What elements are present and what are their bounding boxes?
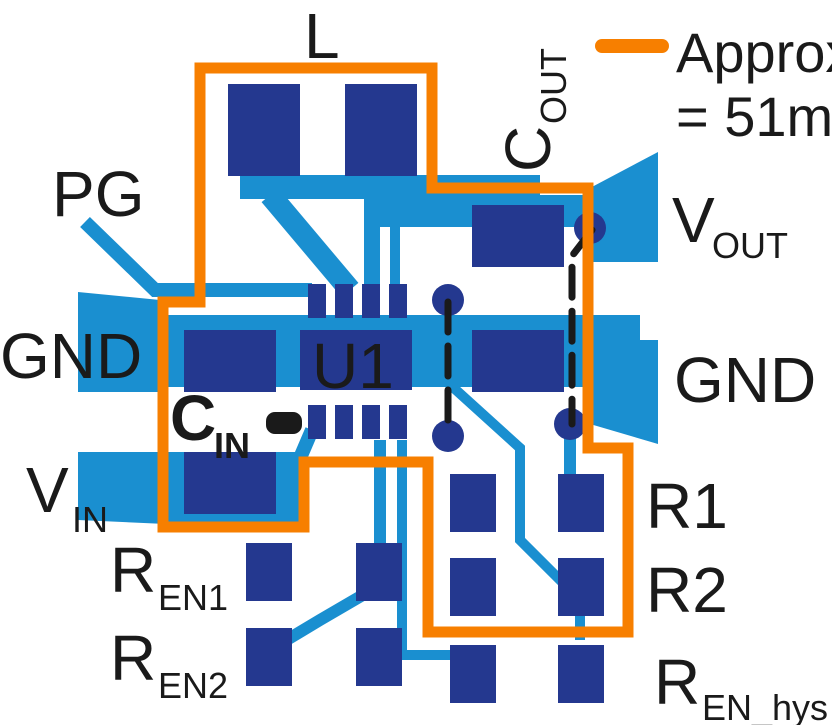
label-gnd-left: GND	[0, 320, 142, 392]
pad-renhys-right	[558, 645, 604, 703]
legend-line2: = 51m	[676, 85, 832, 148]
label-u1: U1	[312, 330, 394, 402]
label-ren1-sub: EN1	[158, 577, 228, 618]
label-ren1-main: R	[110, 534, 156, 606]
vout-pour	[590, 152, 658, 262]
via-small	[515, 443, 525, 453]
label-renhys-main: R	[654, 646, 700, 718]
gnd-left-pour	[78, 292, 160, 392]
label-ren2-main: R	[110, 622, 156, 694]
pad-l-right	[345, 84, 417, 176]
pad-cin-bottom	[184, 452, 276, 514]
label-vout-sub: OUT	[712, 225, 788, 266]
pad-r2-right	[558, 558, 604, 616]
label-cout-sub: OUT	[533, 48, 574, 124]
trace-l1	[261, 187, 359, 298]
label-cout: C OUT	[492, 48, 574, 172]
u1-pin-b3	[362, 405, 380, 439]
pg-trace	[80, 216, 312, 297]
u1-pin-b1	[308, 405, 326, 439]
pad-ren1-right	[356, 543, 402, 601]
label-ren2-sub: EN2	[158, 665, 228, 706]
pad-l-left	[228, 84, 300, 176]
pad-ren2-right	[356, 628, 402, 686]
pad-ren2-left	[246, 628, 292, 686]
pads	[184, 84, 606, 703]
u1-pin-b2	[335, 405, 353, 439]
u1-pin-t4	[389, 284, 407, 318]
label-cout-main: C	[492, 126, 564, 172]
label-vin-main: V	[26, 454, 69, 526]
label-r2: R2	[646, 554, 728, 626]
cin-marker	[266, 412, 302, 434]
label-cin-sub: IN	[214, 425, 250, 466]
u1-body	[300, 330, 412, 390]
label-vout-main: V	[672, 184, 715, 256]
pad-r1-left	[450, 474, 496, 532]
label-renhys-sub: EN_hys	[702, 687, 828, 725]
label-gnd-right: GND	[674, 344, 816, 416]
legend-line1: Approx	[676, 21, 832, 84]
pad-ren1-left	[246, 543, 292, 601]
pad-renhys-left	[450, 645, 496, 703]
pad-cin-top	[184, 330, 276, 392]
label-r1: R1	[646, 470, 728, 542]
u1-pin-b4	[389, 405, 407, 439]
via-gnd-bottom	[432, 420, 464, 452]
label-l: L	[304, 0, 340, 72]
label-pg: PG	[52, 158, 144, 230]
u1-pin-t1	[308, 284, 326, 318]
u1-pin-t2	[335, 284, 353, 318]
loop-outline	[157, 62, 634, 638]
pad-cout-top	[472, 205, 564, 267]
pad-r2-left	[450, 558, 496, 616]
u1-pin-t3	[362, 284, 380, 318]
label-vin-sub: IN	[72, 499, 108, 540]
pad-cout-bottom	[472, 330, 564, 392]
pad-r1-right	[558, 474, 604, 532]
label-cin-main: C	[170, 382, 216, 454]
